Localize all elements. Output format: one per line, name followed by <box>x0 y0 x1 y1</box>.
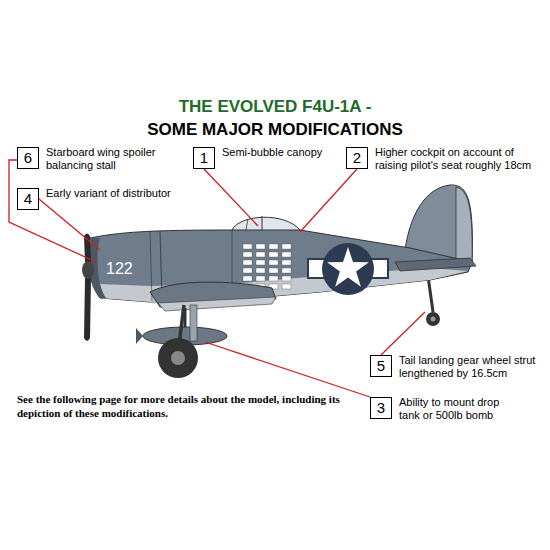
wing <box>158 297 276 311</box>
leader-lines <box>205 342 370 397</box>
callout: 1 Semi-bubble canopy <box>193 147 342 169</box>
main-landing-gear <box>171 351 185 365</box>
leader-lines <box>39 199 100 250</box>
callout-text: Semi-bubble canopy <box>222 146 342 159</box>
mission-markings <box>282 244 291 249</box>
leader-lines <box>9 160 425 397</box>
callout-number: 1 <box>193 147 215 169</box>
callout-number: 5 <box>370 355 392 377</box>
horizontal-stabilizer <box>395 258 476 271</box>
propeller <box>82 261 94 279</box>
callout: 2 Higher cockpit on account of raising pi… <box>346 147 545 172</box>
tail-wheel <box>426 276 440 326</box>
mission-markings <box>282 276 291 281</box>
mission-markings <box>269 276 278 281</box>
callout: 3 Ability to mount drop tank or 500lb bom… <box>370 397 521 422</box>
mission-markings <box>243 268 252 273</box>
mission-markings <box>256 244 265 249</box>
mission-markings <box>256 260 265 265</box>
wing <box>150 282 276 311</box>
leader-lines <box>300 169 357 232</box>
callout-number: 3 <box>370 397 392 419</box>
propeller <box>84 278 91 341</box>
propeller <box>82 234 94 342</box>
canopy <box>232 216 300 230</box>
callout-number: 2 <box>346 147 368 169</box>
canopy <box>232 217 300 230</box>
mission-markings <box>243 244 291 289</box>
main-landing-gear <box>190 305 197 341</box>
callout: 6 Starboard wing spoiler balancing stall <box>17 147 178 172</box>
mission-markings <box>256 252 265 257</box>
mission-markings <box>243 252 252 257</box>
main-landing-gear <box>158 338 198 378</box>
aircraft-number: 122 <box>106 260 146 278</box>
mission-markings <box>243 244 252 249</box>
callout: 5 Tail landing gear wheel strut lengthene… <box>370 355 550 380</box>
leader-lines <box>381 312 425 355</box>
tail-wheel <box>428 276 433 312</box>
callout-number: 6 <box>17 147 39 169</box>
callout-text: Higher cockpit on account of raising pil… <box>375 146 545 172</box>
drop-tank <box>136 328 143 344</box>
tail-wheel <box>431 317 436 322</box>
mission-markings <box>282 252 291 257</box>
note: See the following page for more details … <box>17 392 352 420</box>
title: THE EVOLVED F4U-1A - <box>0 97 550 117</box>
mission-markings <box>269 252 278 257</box>
mission-markings <box>269 244 278 249</box>
horizontal-stabilizer <box>395 258 476 271</box>
callout-text: Tail landing gear wheel strut lengthened… <box>399 354 550 380</box>
mission-markings <box>243 260 252 265</box>
callout-text: Early variant of distributor <box>46 187 216 200</box>
mission-markings <box>282 268 291 273</box>
canopy <box>262 216 263 230</box>
callout: 4 Early variant of distributor <box>17 188 216 210</box>
callout-text: Starboard wing spoiler balancing stall <box>46 146 178 172</box>
tail-wheel <box>426 312 440 326</box>
subtitle: SOME MAJOR MODIFICATIONS <box>0 120 550 140</box>
insignia <box>327 247 369 287</box>
canopy <box>246 219 248 230</box>
insignia <box>308 243 388 295</box>
main-landing-gear <box>158 305 198 378</box>
mission-markings <box>256 276 265 281</box>
fuselage <box>150 231 152 301</box>
insignia <box>322 243 374 295</box>
mission-markings <box>282 260 291 265</box>
vertical-fin <box>456 187 472 263</box>
mission-markings <box>269 260 278 265</box>
callout-number: 4 <box>17 188 39 210</box>
callout-text: Ability to mount drop tank or 500lb bomb <box>399 396 521 422</box>
mission-markings <box>282 284 291 289</box>
mission-markings <box>256 268 265 273</box>
mission-markings <box>243 276 252 281</box>
leader-lines <box>204 169 258 226</box>
mission-markings <box>269 268 278 273</box>
